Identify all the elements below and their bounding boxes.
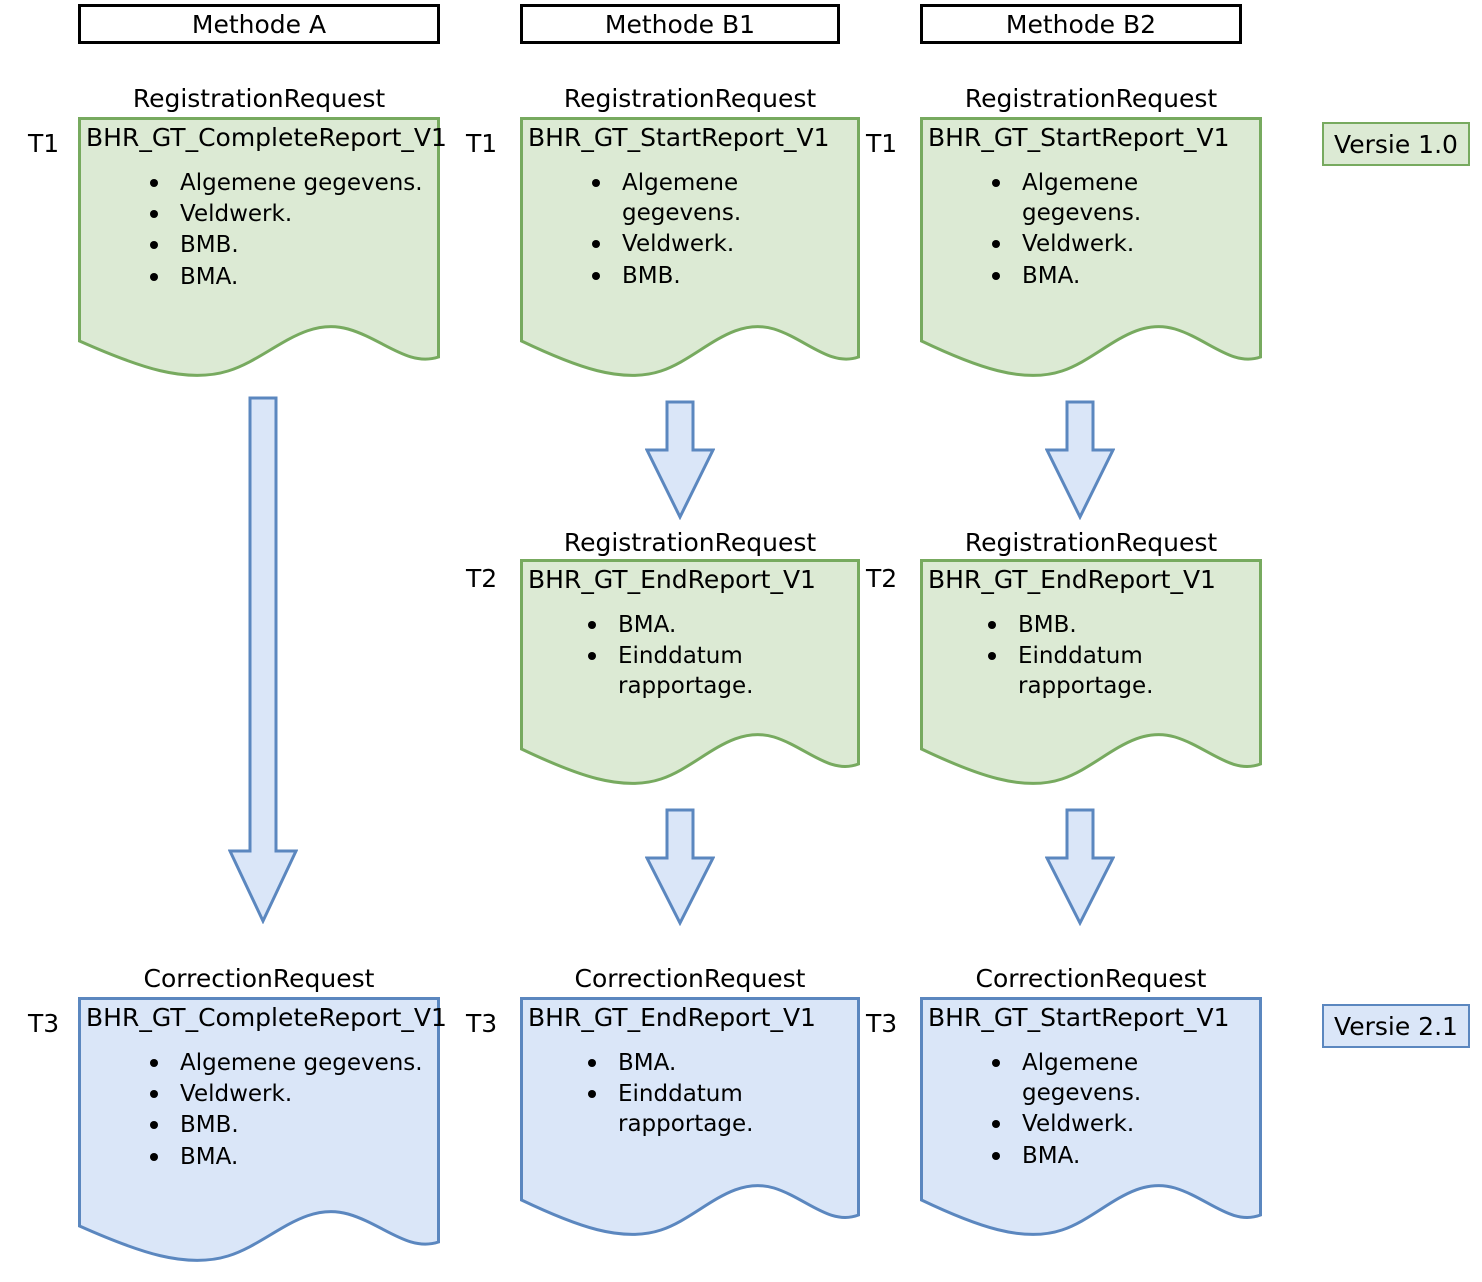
legend-versie-1-0-label: Versie 1.0 — [1334, 129, 1458, 159]
legend-versie-2-1-label: Versie 2.1 — [1334, 1011, 1458, 1041]
list-item: Einddatum rapportage. — [582, 641, 798, 702]
time-label-a-t1: T1 — [28, 129, 60, 158]
card-b2-t3-title: BHR_GT_StartReport_V1 — [928, 1003, 1230, 1032]
card-b2-t2-list: BMB. Einddatum rapportage. — [928, 610, 1254, 702]
caption-b1-t2: RegistrationRequest — [563, 528, 817, 557]
card-b2-t3-content: BHR_GT_StartReport_V1 Algemene gegevens.… — [920, 997, 1262, 1172]
list-item: Veldwerk. — [586, 229, 852, 259]
time-label-a-t3: T3 — [28, 1009, 60, 1038]
card-b1-t1[interactable]: BHR_GT_StartReport_V1 Algemene gegevens.… — [520, 117, 860, 380]
list-item: Veldwerk. — [144, 199, 432, 229]
list-item: BMA. — [582, 610, 852, 640]
card-a-t1-content: BHR_GT_CompleteReport_V1 Algemene gegeve… — [78, 117, 447, 293]
list-item: Algemene gegevens. — [986, 1048, 1254, 1109]
list-item: Veldwerk. — [144, 1079, 432, 1109]
card-b2-t1-title: BHR_GT_StartReport_V1 — [928, 123, 1230, 152]
time-label-b2-t3: T3 — [866, 1009, 898, 1038]
list-item: Algemene gegevens. — [144, 1048, 432, 1078]
list-item: BMB. — [982, 610, 1254, 640]
arrow-b2-t1-to-t2-shape — [1044, 400, 1116, 521]
list-item: BMB. — [586, 261, 852, 291]
caption-b2-t3: CorrectionRequest — [975, 964, 1207, 993]
card-b2-t1-shape — [920, 117, 1262, 377]
method-header-b2-label: Methode B2 — [1005, 9, 1157, 39]
legend-versie-1-0: Versie 1.0 — [1322, 122, 1470, 166]
card-b2-t3[interactable]: BHR_GT_StartReport_V1 Algemene gegevens.… — [920, 997, 1262, 1253]
card-b1-t3-title: BHR_GT_EndReport_V1 — [528, 1003, 816, 1032]
card-a-t1-list: Algemene gegevens. Veldwerk. BMB. BMA. — [86, 168, 432, 292]
caption-b1-t1: RegistrationRequest — [563, 84, 817, 113]
method-header-a-label: Methode A — [191, 9, 327, 39]
arrow-b2-t2-to-t3-shape — [1044, 808, 1116, 927]
card-b2-t2-title: BHR_GT_EndReport_V1 — [928, 565, 1216, 594]
time-label-b1-t2: T2 — [466, 564, 498, 593]
card-b2-t3-list: Algemene gegevens. Veldwerk. BMA. — [928, 1048, 1254, 1171]
time-label-b2-t2: T2 — [866, 564, 898, 593]
arrow-b1-t1-to-t2 — [644, 400, 716, 521]
arrow-b1-t2-to-t3 — [644, 808, 716, 927]
method-header-b1-label: Methode B1 — [604, 9, 756, 39]
list-item: BMB. — [144, 230, 432, 260]
card-a-t1-title: BHR_GT_CompleteReport_V1 — [86, 123, 447, 152]
time-label-b1-t3: T3 — [466, 1009, 498, 1038]
card-b1-t1-title: BHR_GT_StartReport_V1 — [528, 123, 830, 152]
card-b1-t2-list: BMA. Einddatum rapportage. — [528, 610, 852, 702]
arrow-a-t1-to-t3 — [227, 396, 299, 925]
list-item: Einddatum rapportage. — [982, 641, 1198, 702]
list-item: Veldwerk. — [986, 229, 1254, 259]
card-a-t1[interactable]: BHR_GT_CompleteReport_V1 Algemene gegeve… — [78, 117, 447, 380]
card-b2-t2-shape — [920, 559, 1262, 785]
arrow-b1-t2-to-t3-shape — [644, 808, 716, 927]
method-header-b2: Methode B2 — [920, 4, 1242, 44]
card-b1-t3-shape — [520, 997, 860, 1236]
arrow-b2-t1-to-t2 — [1044, 400, 1116, 521]
card-b1-t2[interactable]: BHR_GT_EndReport_V1 BMA. Einddatum rappo… — [520, 559, 860, 791]
list-item: Algemene gegevens. — [144, 168, 432, 198]
card-a-t3-title: BHR_GT_CompleteReport_V1 — [86, 1003, 447, 1032]
card-b2-t1-content: BHR_GT_StartReport_V1 Algemene gegevens.… — [920, 117, 1262, 292]
card-a-t3-list: Algemene gegevens. Veldwerk. BMB. BMA. — [86, 1048, 432, 1172]
time-label-b1-t1: T1 — [466, 129, 498, 158]
card-b2-t1-list: Algemene gegevens. Veldwerk. BMA. — [928, 168, 1254, 291]
card-a-t1-shape — [78, 117, 440, 377]
card-b1-t3[interactable]: BHR_GT_EndReport_V1 BMA. Einddatum rappo… — [520, 997, 860, 1253]
card-b1-t3-list: BMA. Einddatum rapportage. — [528, 1048, 852, 1140]
list-item: Algemene gegevens. — [986, 168, 1254, 229]
list-item: BMB. — [144, 1110, 432, 1140]
card-a-t3-content: BHR_GT_CompleteReport_V1 Algemene gegeve… — [78, 997, 447, 1173]
time-label-b2-t1: T1 — [866, 129, 898, 158]
arrow-b1-t1-to-t2-shape — [644, 400, 716, 521]
caption-b2-t1: RegistrationRequest — [964, 84, 1218, 113]
method-header-b1: Methode B1 — [520, 4, 840, 44]
card-b2-t1[interactable]: BHR_GT_StartReport_V1 Algemene gegevens.… — [920, 117, 1262, 380]
caption-b1-t3: CorrectionRequest — [574, 964, 806, 993]
card-b2-t3-shape — [920, 997, 1262, 1236]
list-item: BMA. — [986, 1141, 1254, 1171]
arrow-b2-t2-to-t3 — [1044, 808, 1116, 927]
card-b1-t3-content: BHR_GT_EndReport_V1 BMA. Einddatum rappo… — [520, 997, 860, 1141]
card-b2-t2-content: BHR_GT_EndReport_V1 BMB. Einddatum rappo… — [920, 559, 1262, 703]
legend-versie-2-1: Versie 2.1 — [1322, 1004, 1470, 1048]
list-item: Einddatum rapportage. — [582, 1079, 798, 1140]
arrow-a-t1-to-t3-shape — [227, 396, 299, 925]
card-a-t3-shape — [78, 997, 440, 1262]
caption-b2-t2: RegistrationRequest — [964, 528, 1218, 557]
card-b1-t1-list: Algemene gegevens. Veldwerk. BMB. — [528, 168, 852, 291]
card-b1-t2-title: BHR_GT_EndReport_V1 — [528, 565, 816, 594]
card-b1-t1-shape — [520, 117, 860, 377]
list-item: BMA. — [582, 1048, 852, 1078]
card-b1-t1-content: BHR_GT_StartReport_V1 Algemene gegevens.… — [520, 117, 860, 292]
card-b1-t2-content: BHR_GT_EndReport_V1 BMA. Einddatum rappo… — [520, 559, 860, 703]
list-item: BMA. — [986, 261, 1254, 291]
method-header-a: Methode A — [78, 4, 440, 44]
caption-a-t1: RegistrationRequest — [132, 84, 386, 113]
card-a-t3[interactable]: BHR_GT_CompleteReport_V1 Algemene gegeve… — [78, 997, 447, 1282]
list-item: Algemene gegevens. — [586, 168, 852, 229]
list-item: BMA. — [144, 262, 432, 292]
list-item: Veldwerk. — [986, 1109, 1254, 1139]
caption-a-t3: CorrectionRequest — [143, 964, 375, 993]
card-b1-t2-shape — [520, 559, 860, 785]
list-item: BMA. — [144, 1142, 432, 1172]
card-b2-t2[interactable]: BHR_GT_EndReport_V1 BMB. Einddatum rappo… — [920, 559, 1262, 791]
